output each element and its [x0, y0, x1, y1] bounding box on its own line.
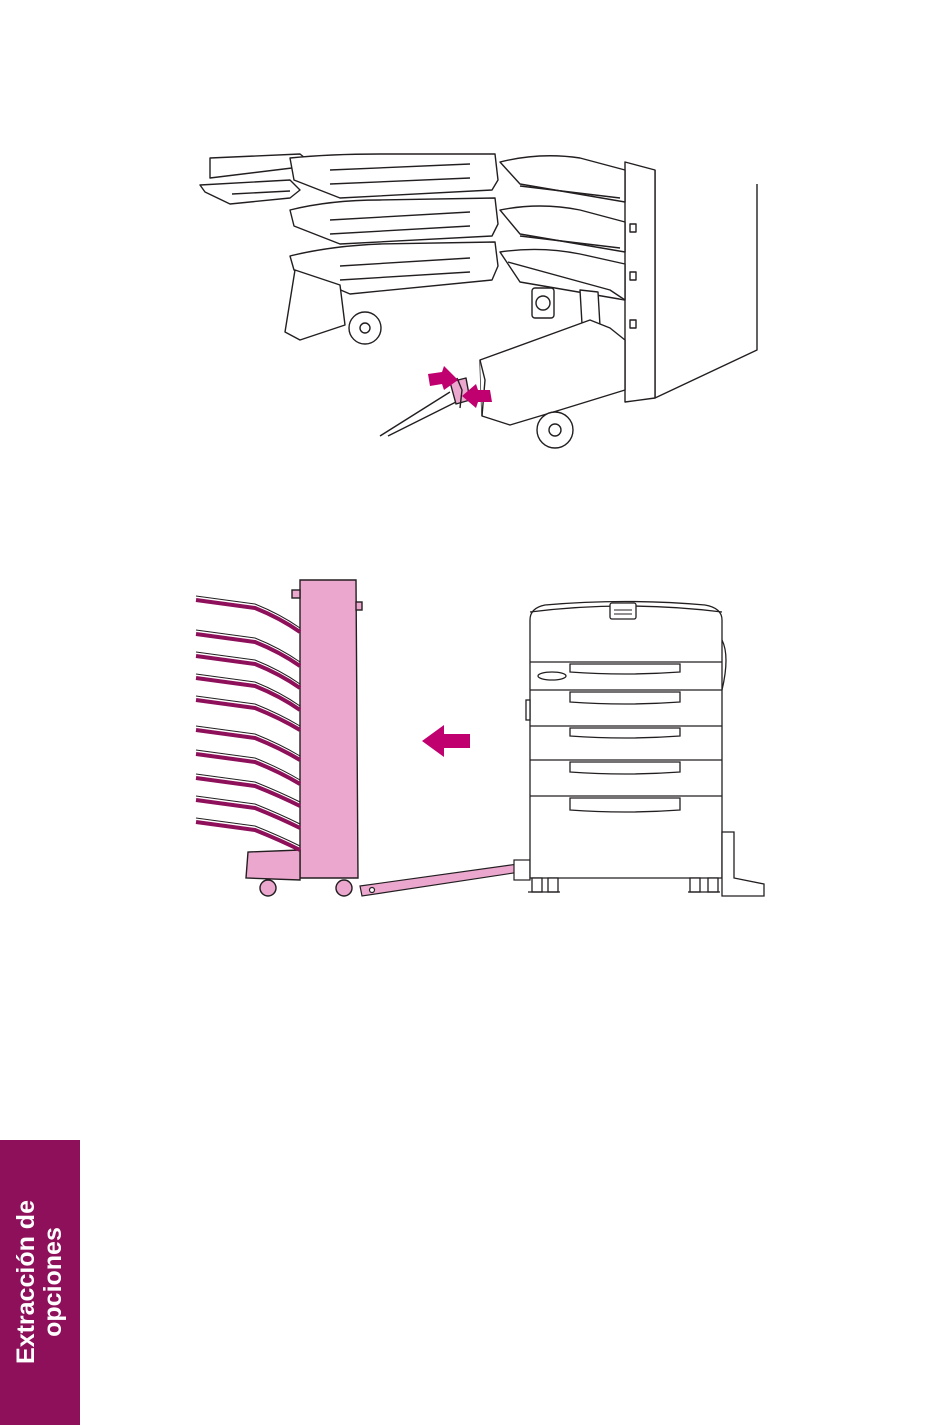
mailbox-removal-figure	[0, 560, 950, 920]
mailbox-tower-icon	[625, 162, 757, 402]
side-tab-line-2: opciones	[40, 1200, 67, 1364]
latch-release-figure	[0, 140, 950, 460]
callout-line	[388, 402, 456, 436]
side-tab-line-1: Extracción de	[13, 1200, 40, 1364]
stand-foot-icon	[722, 832, 764, 896]
callout-line	[380, 392, 450, 436]
side-tab-title: Extracción de opciones	[13, 1200, 67, 1364]
printer-icon	[526, 602, 726, 893]
foot-icon	[480, 320, 625, 448]
connecting-bar-icon	[360, 860, 530, 896]
printer-control-panel-icon	[610, 603, 636, 619]
mailbox-unit-icon	[196, 580, 362, 896]
move-left-arrow-icon	[422, 725, 470, 757]
printer-badge-icon	[538, 672, 566, 680]
side-tab: Extracción de opciones	[0, 1140, 80, 1425]
